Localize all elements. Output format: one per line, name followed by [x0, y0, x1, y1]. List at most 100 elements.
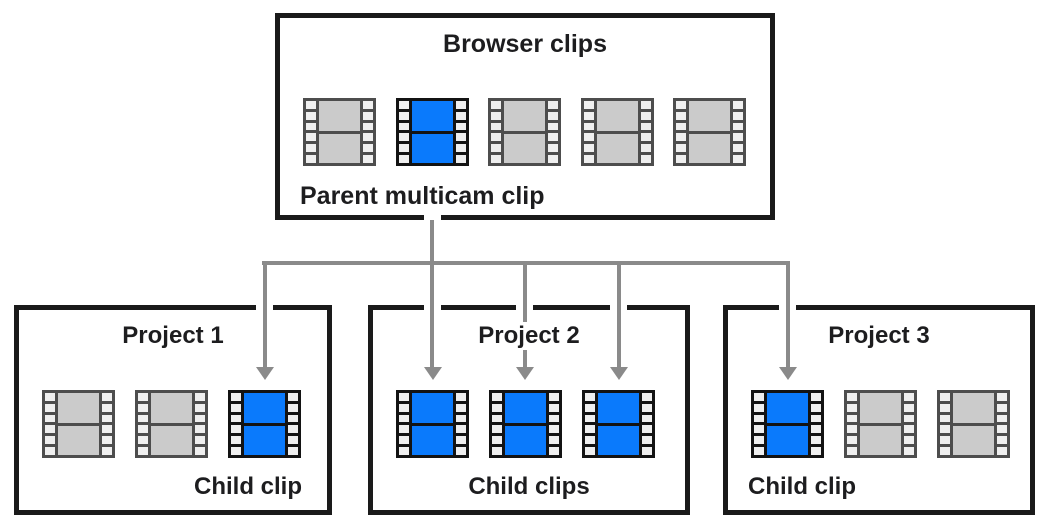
sprocket-holes — [231, 393, 241, 455]
project-3-title: Project 3 — [728, 322, 1030, 350]
sprocket-hole — [288, 425, 298, 434]
sprocket-hole — [847, 447, 857, 455]
film-frame — [411, 133, 453, 163]
film-frame — [767, 425, 808, 455]
film-frames — [860, 393, 901, 455]
sprocket-hole — [102, 447, 112, 455]
project-3-clips-row — [751, 390, 1010, 458]
sprocket-holes — [548, 101, 558, 163]
sprocket-hole — [456, 425, 466, 434]
film-frame — [58, 393, 99, 423]
sprocket-hole — [904, 414, 914, 423]
sprocket-hole — [754, 447, 764, 455]
film-frames — [596, 101, 638, 163]
sprocket-hole — [733, 155, 743, 163]
border-gap — [424, 214, 441, 222]
sprocket-hole — [195, 393, 205, 401]
sprocket-hole — [940, 425, 950, 434]
sprocket-hole — [45, 414, 55, 423]
sprocket-hole — [811, 436, 821, 445]
sprocket-hole — [492, 447, 502, 455]
parent-multicam-clip-label: Parent multicam clip — [300, 182, 545, 210]
sprocket-hole — [585, 436, 595, 445]
sprocket-hole — [640, 144, 651, 153]
sprocket-hole — [676, 144, 686, 153]
film-frame — [596, 101, 638, 131]
film-frames — [151, 393, 192, 455]
sprocket-hole — [549, 393, 559, 401]
sprocket-hole — [306, 122, 316, 131]
film-frames — [505, 393, 546, 455]
sprocket-holes — [492, 393, 502, 455]
sprocket-holes — [642, 393, 652, 455]
project-2-child-clips-label: Child clips — [468, 473, 590, 500]
sprocket-hole — [456, 403, 466, 412]
sprocket-hole — [733, 133, 743, 142]
sprocket-hole — [585, 447, 595, 455]
film-clip-icon — [937, 390, 1010, 458]
film-frame — [767, 393, 808, 423]
project-2-title: Project 2 — [373, 322, 685, 350]
sprocket-hole — [102, 425, 112, 434]
sprocket-hole — [940, 393, 950, 401]
sprocket-holes — [676, 101, 686, 163]
multicam-film-clip-icon — [228, 390, 301, 458]
sprocket-holes — [399, 393, 409, 455]
sprocket-hole — [491, 144, 501, 153]
sprocket-hole — [548, 111, 558, 120]
multicam-film-clip-icon — [582, 390, 655, 458]
sprocket-hole — [811, 393, 821, 401]
sprocket-hole — [195, 403, 205, 412]
project-2-clips-row — [396, 390, 655, 458]
sprocket-hole — [940, 447, 950, 455]
sprocket-hole — [940, 436, 950, 445]
sprocket-hole — [138, 447, 148, 455]
sprocket-holes — [288, 393, 298, 455]
sprocket-holes — [583, 101, 594, 163]
sprocket-hole — [548, 133, 558, 142]
sprocket-hole — [398, 133, 409, 142]
sprocket-hole — [640, 122, 651, 131]
sprocket-hole — [583, 122, 594, 131]
sprocket-hole — [491, 101, 501, 109]
film-frame — [151, 425, 192, 455]
sprocket-hole — [231, 425, 241, 434]
sprocket-hole — [733, 101, 743, 109]
sprocket-hole — [904, 447, 914, 455]
sprocket-hole — [306, 144, 316, 153]
sprocket-hole — [548, 122, 558, 131]
sprocket-hole — [456, 393, 466, 401]
sprocket-hole — [231, 414, 241, 423]
sprocket-hole — [549, 436, 559, 445]
sprocket-holes — [102, 393, 112, 455]
sprocket-hole — [904, 425, 914, 434]
sprocket-hole — [363, 111, 373, 120]
sprocket-hole — [455, 101, 466, 109]
down-arrow-icon — [610, 367, 628, 380]
sprocket-hole — [45, 436, 55, 445]
sprocket-hole — [138, 403, 148, 412]
sprocket-holes — [733, 101, 743, 163]
film-frame — [504, 101, 545, 131]
project-2-title-text: Project 2 — [468, 322, 590, 350]
sprocket-hole — [491, 133, 501, 142]
film-frame — [598, 393, 639, 423]
sprocket-hole — [642, 436, 652, 445]
film-frame — [689, 101, 730, 131]
sprocket-hole — [399, 447, 409, 455]
film-clip-icon — [303, 98, 376, 166]
sprocket-hole — [398, 101, 409, 109]
sprocket-hole — [640, 111, 651, 120]
film-frame — [598, 425, 639, 455]
sprocket-hole — [491, 122, 501, 131]
sprocket-hole — [398, 122, 409, 131]
project-1-box: Project 1 Child clip — [14, 305, 332, 515]
film-frames — [953, 393, 994, 455]
sprocket-hole — [398, 144, 409, 153]
sprocket-hole — [231, 447, 241, 455]
sprocket-hole — [399, 425, 409, 434]
film-clip-icon — [488, 98, 561, 166]
film-frames — [504, 101, 545, 163]
sprocket-hole — [642, 393, 652, 401]
